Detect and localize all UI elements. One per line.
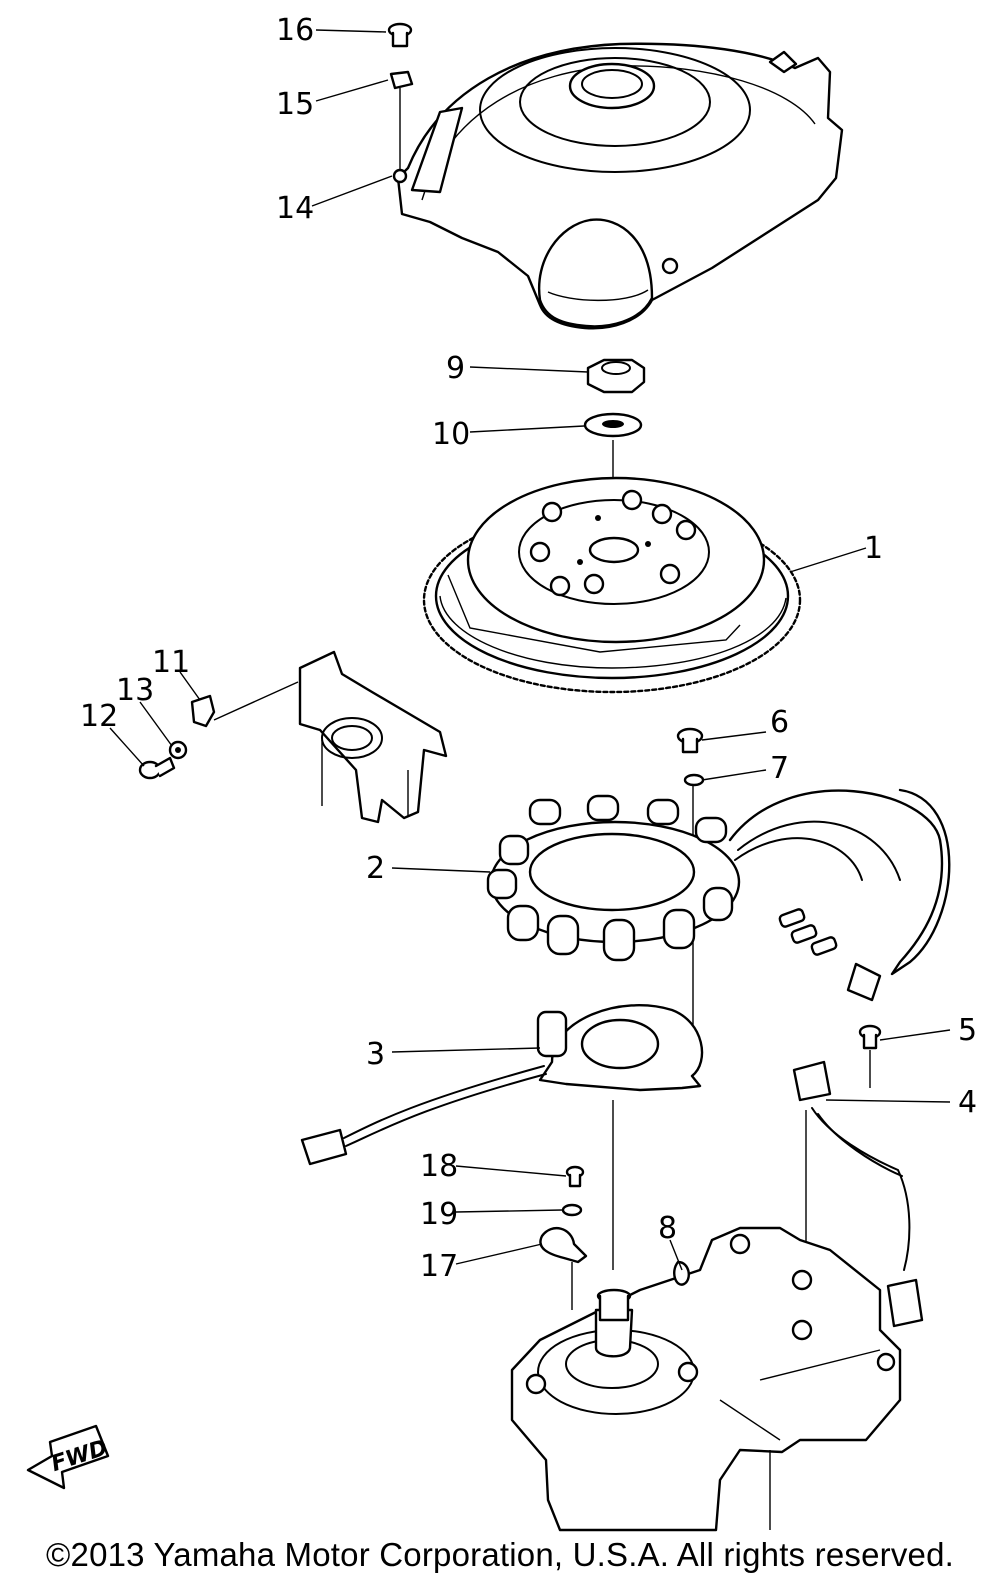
pulser-coil-plate — [300, 1004, 704, 1166]
screw-18 — [565, 1165, 585, 1188]
screw-6 — [676, 727, 704, 754]
mounting-bracket — [298, 650, 448, 824]
nut-9 — [586, 358, 646, 394]
clamp-17 — [539, 1226, 588, 1264]
screw-16 — [387, 22, 413, 48]
callout-5: 5 — [958, 1013, 977, 1048]
callout-13: 13 — [116, 673, 154, 708]
washer-15 — [389, 70, 414, 90]
washer-7 — [683, 773, 705, 787]
callout-8: 8 — [658, 1211, 677, 1246]
plate-11 — [190, 694, 216, 728]
washer-19 — [561, 1203, 583, 1217]
fwd-direction-arrow: FWD — [26, 1424, 111, 1490]
callout-11: 11 — [152, 645, 190, 680]
callout-7: 7 — [770, 751, 789, 786]
stator-assembly — [486, 788, 951, 1002]
callout-3: 3 — [366, 1037, 385, 1072]
callout-19: 19 — [420, 1197, 458, 1232]
callout-15: 15 — [276, 87, 314, 122]
washer-13 — [168, 740, 188, 760]
ignition-coil-4 — [792, 1060, 924, 1328]
screw-5 — [858, 1024, 882, 1050]
crankcase-block — [510, 1226, 902, 1532]
screw-12 — [138, 756, 176, 780]
callout-9: 9 — [446, 351, 465, 386]
copyright-notice: ©2013 Yamaha Motor Corporation, U.S.A. A… — [46, 1536, 954, 1573]
callout-16: 16 — [276, 13, 314, 48]
callout-1: 1 — [864, 531, 883, 566]
callout-2: 2 — [366, 851, 385, 886]
washer-10 — [583, 412, 643, 438]
flywheel-rotor — [422, 476, 802, 694]
callout-labels: 1 2 3 4 5 6 7 8 9 10 11 12 13 14 15 16 1… — [80, 13, 977, 1284]
callout-4: 4 — [958, 1085, 977, 1120]
callout-14: 14 — [276, 191, 314, 226]
callout-17: 17 — [420, 1249, 458, 1284]
callout-10: 10 — [432, 417, 470, 452]
callout-18: 18 — [420, 1149, 458, 1184]
leader-lines — [109, 29, 951, 1271]
callout-6: 6 — [770, 705, 789, 740]
callout-12: 12 — [80, 699, 118, 734]
flywheel-cover — [392, 42, 844, 330]
